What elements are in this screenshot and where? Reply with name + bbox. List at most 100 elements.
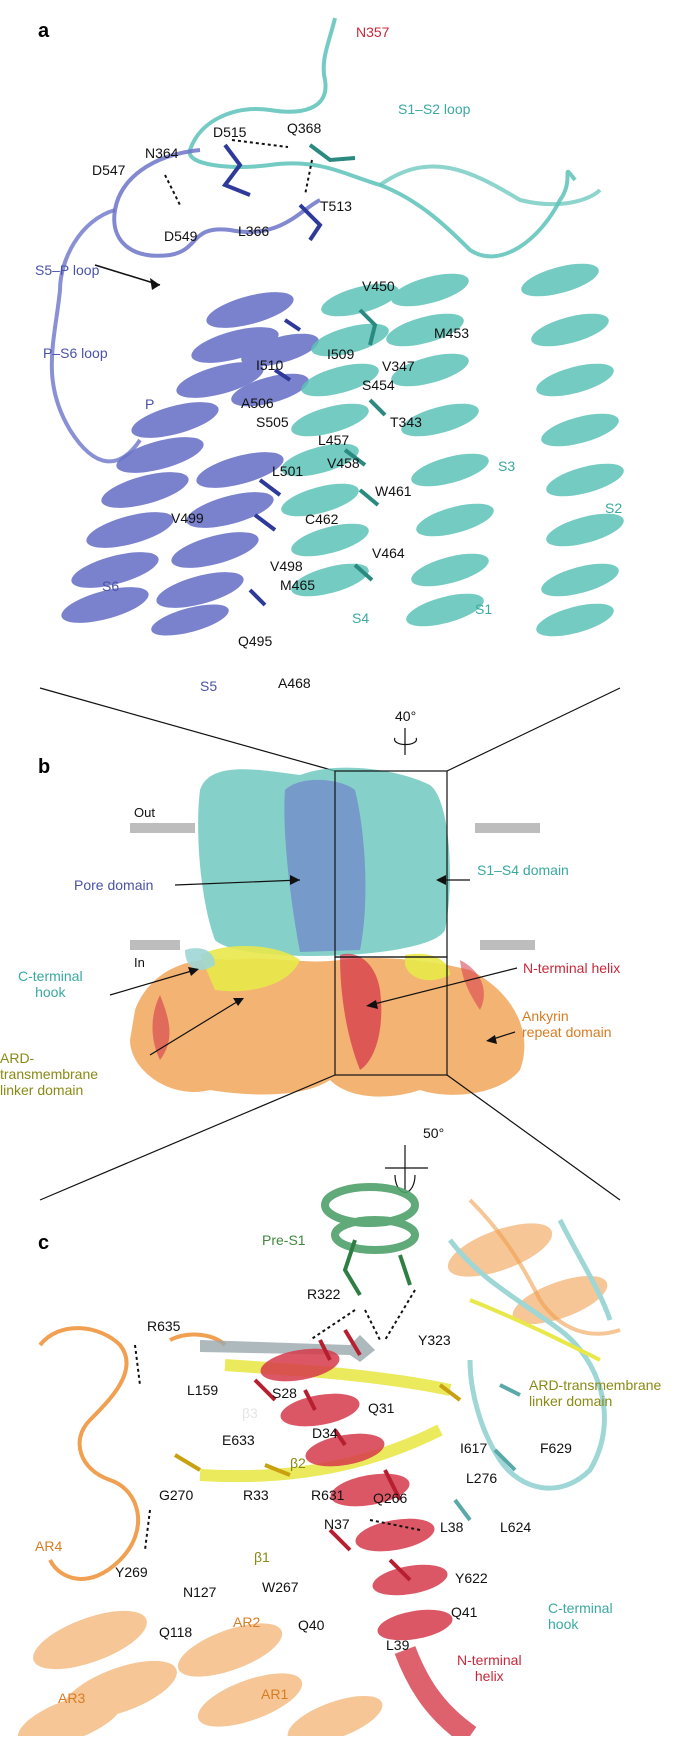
label-d549: D549 — [164, 228, 198, 244]
label-y323: Y323 — [418, 1332, 451, 1348]
label-s3: S3 — [498, 458, 516, 474]
label-e633: E633 — [222, 1432, 255, 1448]
label-out: Out — [134, 805, 155, 820]
label-c-hook-b-2: hook — [35, 984, 66, 1000]
rotation-40: 40° — [395, 708, 417, 724]
label-f629: F629 — [540, 1440, 572, 1456]
label-s5: S5 — [200, 678, 218, 694]
label-a506: A506 — [241, 395, 274, 411]
label-d34: D34 — [312, 1425, 338, 1441]
label-p-s6-loop: P–S6 loop — [43, 345, 108, 361]
label-v458: V458 — [327, 455, 360, 471]
label-ar3: AR3 — [58, 1690, 86, 1706]
label-q495: Q495 — [238, 633, 273, 649]
label-v450: V450 — [362, 278, 395, 294]
label-r635: R635 — [147, 1318, 181, 1334]
label-t343: T343 — [390, 414, 422, 430]
label-n-helix-b: N-terminal helix — [523, 960, 621, 976]
label-v464: V464 — [372, 545, 405, 561]
label-q118: Q118 — [159, 1624, 193, 1640]
label-d547: D547 — [92, 162, 126, 178]
label-y622: Y622 — [455, 1570, 488, 1586]
label-ar4: AR4 — [35, 1538, 63, 1554]
label-c-hook-b: C-terminal hook — [18, 968, 83, 1000]
label-s454: S454 — [362, 377, 395, 393]
label-i510: I510 — [256, 357, 284, 373]
label-y269: Y269 — [115, 1564, 148, 1580]
label-d515: D515 — [213, 124, 247, 140]
label-s505: S505 — [256, 414, 289, 430]
label-n127: N127 — [183, 1584, 217, 1600]
label-a468: A468 — [278, 675, 311, 691]
label-beta3: β3 — [242, 1405, 258, 1421]
label-pre-s1: Pre-S1 — [262, 1232, 306, 1248]
label-l39: L39 — [386, 1637, 410, 1653]
label-w461: W461 — [375, 483, 412, 499]
label-c462: C462 — [305, 511, 339, 527]
label-beta1: β1 — [254, 1549, 270, 1565]
label-m453: M453 — [434, 325, 470, 341]
label-s4: S4 — [352, 610, 370, 626]
label-q266: Q266 — [373, 1490, 408, 1506]
label-i509: I509 — [327, 346, 355, 362]
label-q41: Q41 — [451, 1604, 478, 1620]
label-q31: Q31 — [368, 1400, 395, 1416]
panel-a-structure — [49, 17, 624, 637]
label-m465: M465 — [280, 577, 316, 593]
label-ard-linker-b-1: ARD- — [0, 1050, 35, 1066]
label-ard-linker-c-2: linker domain — [529, 1393, 613, 1409]
label-v498: V498 — [270, 558, 303, 574]
label-ankyrin-b: Ankyrin repeat domain — [522, 1008, 612, 1040]
label-t513: T513 — [320, 198, 352, 214]
label-s1s4-domain: S1–S4 domain — [477, 862, 569, 878]
label-r631: R631 — [311, 1487, 345, 1503]
label-c-hook-c: C-terminal hook — [548, 1600, 613, 1632]
label-n-helix-c-1: N-terminal — [457, 1652, 522, 1668]
label-n364: N364 — [145, 145, 179, 161]
label-l457: L457 — [318, 432, 350, 448]
label-r33: R33 — [243, 1487, 269, 1503]
label-s28: S28 — [272, 1385, 297, 1401]
label-p-helix: P — [145, 396, 155, 412]
label-s1s2-loop: S1–S2 loop — [398, 101, 471, 117]
rotation-50: 50° — [423, 1125, 445, 1141]
panel-b-structure — [39, 687, 621, 1201]
label-c-hook-c-2: hook — [548, 1616, 579, 1632]
label-n37: N37 — [324, 1516, 350, 1532]
label-ankyrin-b-2: repeat domain — [522, 1024, 612, 1040]
label-s2: S2 — [605, 500, 623, 516]
label-g270: G270 — [159, 1487, 194, 1503]
label-l159: L159 — [187, 1382, 219, 1398]
label-n-helix-c: N-terminal helix — [457, 1652, 522, 1684]
label-ard-linker-b: ARD- transmembrane linker domain — [0, 1050, 98, 1098]
label-w267: W267 — [262, 1579, 299, 1595]
panel-a-letter: a — [38, 20, 50, 42]
label-l38: L38 — [440, 1519, 464, 1535]
label-ar1: AR1 — [261, 1686, 289, 1702]
label-ard-linker-c: ARD-transmembrane linker domain — [529, 1377, 661, 1409]
label-c-hook-c-1: C-terminal — [548, 1600, 613, 1616]
label-q368: Q368 — [287, 120, 322, 136]
panel-b-letter: b — [38, 756, 51, 778]
label-ard-linker-b-2: transmembrane — [0, 1066, 99, 1082]
label-s5p-loop: S5–P loop — [35, 262, 100, 278]
label-ard-linker-c-1: ARD-transmembrane — [529, 1377, 662, 1393]
panel-c-letter: c — [38, 1232, 50, 1254]
label-pore-domain: Pore domain — [74, 877, 154, 893]
label-ankyrin-b-1: Ankyrin — [522, 1008, 569, 1024]
label-n357: N357 — [356, 24, 390, 40]
label-in: In — [134, 955, 145, 970]
label-s6: S6 — [102, 578, 120, 594]
label-s1: S1 — [475, 601, 493, 617]
label-l276: L276 — [466, 1470, 498, 1486]
label-q40: Q40 — [298, 1617, 325, 1633]
label-l366: L366 — [238, 223, 270, 239]
label-ard-linker-b-3: linker domain — [0, 1082, 84, 1098]
label-n-helix-c-2: helix — [474, 1668, 504, 1684]
label-v347: V347 — [382, 358, 415, 374]
panel-c-structure — [17, 1183, 621, 1741]
label-l624: L624 — [500, 1519, 532, 1535]
label-beta2: β2 — [290, 1455, 306, 1471]
